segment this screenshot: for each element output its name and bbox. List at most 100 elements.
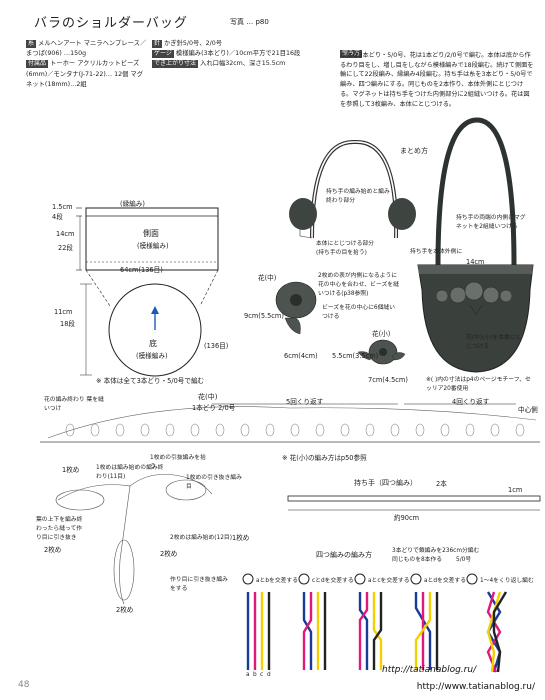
step-markers [242,573,478,585]
bag-flower-5 [499,289,513,303]
bag-flower-2 [464,281,484,301]
handle-width: 1cm [508,486,523,494]
leaf-chart [55,474,213,605]
flower-chart-title: 花(中) [198,393,218,401]
repeat-5: 5回くり返す [286,398,324,406]
thread-text: メルヘンアート マニラヘンプレース／まつば(906) …150g [26,40,147,58]
braid-step-5 [486,591,508,673]
size-text: 入れ口幅32cm、深さ15.5cm [200,60,286,68]
watermark-script[interactable]: http://tatianablog.ru/ [382,665,477,675]
instructions-heading: 編み方 [340,50,363,58]
braid-step-2 [302,592,327,670]
mark-3: 2枚め [160,550,178,558]
handle-side-note: 持ち手を本体外側に [410,249,463,255]
instructions-body: 本体は3本どり・5/0号、花は1本どり/2/0号で編む。本体は底から作るわり目を… [340,52,534,108]
letter-d: d [267,672,271,678]
letter-a: a [246,672,250,678]
handle-end-right [388,198,416,230]
repeat-4: 4回くり返す [452,398,490,406]
mark-1: 1枚め [232,534,250,542]
braid-step-2-label: cとdを交差する [312,578,354,584]
flower-small-leaf [357,351,373,361]
flower-note: 2枚めの表が内側になるように花の中心を合わせ、ビーズを縫いつける(p38参照) [318,273,399,297]
height-14: 14cm [56,230,75,238]
letter-b: b [253,672,257,678]
bottom-circle [108,283,202,377]
braid-note-1: 3本どりで鎖編みを236cm分編む [392,548,480,554]
parts-tag: 付属品 [26,60,49,69]
bag-flower-3 [482,286,500,304]
bag-body [417,264,534,373]
leaf-note: 葉の上下を編み終わったら縫って作り目に引き抜き [36,517,83,541]
handle-magnet-note: 持ち手の両端の内側にマグネットを2組縫いつける [456,215,526,230]
side-label: 側面 [143,229,159,238]
height-1-5: 1.5cm [52,203,73,211]
stitch-note: 作り目に引き抜き編みをする [170,577,228,592]
handle-count: 2本 [436,480,447,488]
flower-small-height: 5.5cm(3.5cm) [332,352,379,360]
stitch-chart-band [40,406,540,443]
body-note: ※ 本体は全て3本どり・5/0号で編む [96,377,205,385]
bag-handle [435,117,517,266]
flower-mid-label: 花(中) [258,274,277,282]
flower-end-note: 花の編み終わり 葉を縫いつけ [44,397,104,412]
flower-medium-leaf [284,317,301,335]
page-title: バラのショルダーバッグ [34,16,188,31]
flower-mid-height: 9cm(5.5cm) [244,312,284,320]
body-attach-note: 本体にとじつける部分(持ち手の目を拾う) [316,241,374,256]
instructions-heading-wrap: 編み方 [340,40,364,59]
materials-right: 針かぎ針5/0号、2/0号 ゲージ模様編み(3本どり)／10cm平方で21目16… [152,39,332,70]
direction-arrow [151,306,159,314]
row-note-1: 1枚めは編み始めの編み終わり(11目) [96,465,164,480]
gauge-tag: ゲージ [152,50,174,59]
radius-11: 11cm [54,308,73,316]
handle-strap [287,495,541,502]
handle-length: 約90cm [394,514,420,522]
bag-flower-1 [449,286,467,304]
thread-tag: 糸 [26,40,37,48]
small-flower-note: ※ 花(小)の編み方はp50参照 [282,454,367,462]
row-note-2: 2枚めは編み始め(12目) [170,535,232,541]
bag-rim [418,265,533,274]
flower-attach-note: 花(中)(小)を本体にとじつける [466,335,522,350]
size-tag: でき上がり寸法 [152,60,199,69]
radius-11-rows: 18段 [60,320,75,328]
braid-step-4-label: aとdを交差する [424,578,467,584]
bottom-stitches: (136目) [204,342,229,350]
needle-text: かぎ針5/0号、2/0号 [164,40,223,47]
center-side: 中心側 [518,406,538,414]
width-label: 64cm(136目) [120,266,163,274]
flower-mid-width: 6cm(4cm) [284,352,318,360]
braid-title: 四つ編みの編み方 [316,551,372,559]
braid-step-4 [414,592,439,670]
assembly-heading: まとめ方 [400,147,428,155]
handle-title: 持ち手（四つ編み） [354,479,417,487]
braid-note-2: 同じものを8本作る [392,557,443,563]
watermark-url[interactable]: http://www.tatianablog.ru/ [416,682,535,692]
handle-note: 持ち手の編み始めと編み終わり部分 [326,189,390,204]
paren-note: ※( )内の寸法はp4のページモチーフ、セッリア20番使用 [426,377,531,392]
bottom-sub-label: (模様編み) [136,352,168,360]
materials-left: 糸メルヘンアート マニラヘンプレース／まつば(906) …150g 付属品トーホ… [26,39,148,90]
edge-label: (縁編み) [120,200,145,208]
first-petal-label: 1枚め [62,466,80,474]
braid-step-1-label: aとbを交差する [256,578,299,584]
flower-small-width: 7cm(4.5cm) [368,376,408,384]
height-14-rows: 22段 [58,244,73,252]
height-1-5-rows: 4段 [52,213,63,221]
gauge-text: 模様編み(3本どり)／10cm平方で21目16段 [175,50,301,58]
bag-flower-4 [435,289,449,303]
braid-size: 5/0号 [456,557,472,563]
bottom-label: 底 [149,339,157,348]
first-sew-note: 1枚めの引抜編みを拾う [150,455,206,470]
side-sub-label: (模様編み) [137,242,169,250]
photo-reference: 写真 … p80 [230,18,269,26]
stitch-chart-ovals [65,423,525,437]
needle-tag: 針 [152,40,163,48]
braid-step-3 [358,592,383,670]
braid-step-5-label: 1〜4をくり返し編む [480,578,534,584]
flower-small-label: 花(小) [372,330,391,338]
page-number: 48 [18,680,30,690]
bead-note: ビーズを花の中心に6個縫いつける [322,305,395,320]
